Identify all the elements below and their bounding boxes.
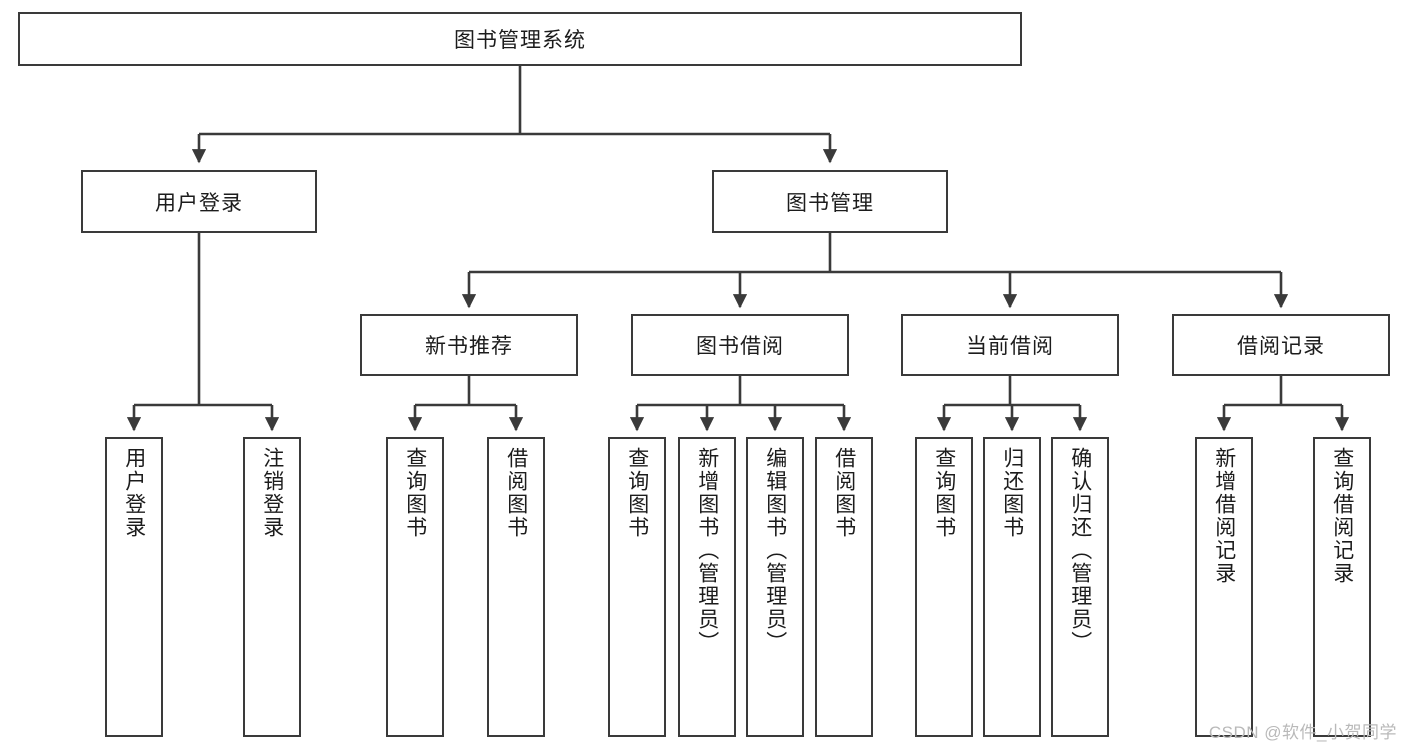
node-book-manage-label: 图书管理 <box>786 191 874 215</box>
node-leaf-user-logout-label: 注销登录 <box>260 447 284 539</box>
node-leaf-edit-book-admin-label: 编辑图书（管理员） <box>763 447 787 654</box>
node-leaf-query-book-2-label: 查询图书 <box>625 447 649 539</box>
node-leaf-borrow-book-2-label: 借阅图书 <box>832 447 856 539</box>
node-user-login[interactable]: 用户登录 <box>81 170 317 233</box>
node-leaf-query-borrow-record-label: 查询借阅记录 <box>1330 447 1354 585</box>
node-root-label: 图书管理系统 <box>454 29 586 52</box>
node-leaf-confirm-return-admin[interactable]: 确认归还（管理员） <box>1051 437 1109 737</box>
node-leaf-add-book-admin-label: 新增图书（管理员） <box>695 447 719 654</box>
node-leaf-return-book[interactable]: 归还图书 <box>983 437 1041 737</box>
node-leaf-user-login-label: 用户登录 <box>122 447 146 539</box>
node-book-manage[interactable]: 图书管理 <box>712 170 948 233</box>
node-leaf-borrow-book-1-label: 借阅图书 <box>504 447 528 539</box>
node-leaf-confirm-return-admin-label: 确认归还（管理员） <box>1068 447 1092 654</box>
node-borrow-record-label: 借阅记录 <box>1237 335 1325 358</box>
node-leaf-query-book-1[interactable]: 查询图书 <box>386 437 444 737</box>
node-leaf-add-borrow-record[interactable]: 新增借阅记录 <box>1195 437 1253 737</box>
node-leaf-query-book-3-label: 查询图书 <box>932 447 956 539</box>
node-borrow-record[interactable]: 借阅记录 <box>1172 314 1390 376</box>
node-book-borrow-label: 图书借阅 <box>696 335 784 358</box>
node-root[interactable]: 图书管理系统 <box>18 12 1022 66</box>
node-leaf-return-book-label: 归还图书 <box>1000 447 1024 539</box>
csdn-watermark: CSDN @软件_小贺同学 <box>1208 723 1397 742</box>
node-leaf-edit-book-admin[interactable]: 编辑图书（管理员） <box>746 437 804 737</box>
node-leaf-query-book-1-label: 查询图书 <box>403 447 427 539</box>
node-leaf-user-logout[interactable]: 注销登录 <box>243 437 301 737</box>
node-leaf-query-borrow-record[interactable]: 查询借阅记录 <box>1313 437 1371 737</box>
node-book-borrow[interactable]: 图书借阅 <box>631 314 849 376</box>
node-leaf-add-book-admin[interactable]: 新增图书（管理员） <box>678 437 736 737</box>
node-current-borrow-label: 当前借阅 <box>966 335 1054 358</box>
node-leaf-query-book-3[interactable]: 查询图书 <box>915 437 973 737</box>
node-user-login-label: 用户登录 <box>155 191 243 215</box>
node-current-borrow[interactable]: 当前借阅 <box>901 314 1119 376</box>
node-leaf-borrow-book-1[interactable]: 借阅图书 <box>487 437 545 737</box>
node-leaf-query-book-2[interactable]: 查询图书 <box>608 437 666 737</box>
node-new-book-rec[interactable]: 新书推荐 <box>360 314 578 376</box>
node-new-book-rec-label: 新书推荐 <box>425 335 513 358</box>
node-leaf-add-borrow-record-label: 新增借阅记录 <box>1212 447 1236 585</box>
node-leaf-borrow-book-2[interactable]: 借阅图书 <box>815 437 873 737</box>
node-leaf-user-login[interactable]: 用户登录 <box>105 437 163 737</box>
